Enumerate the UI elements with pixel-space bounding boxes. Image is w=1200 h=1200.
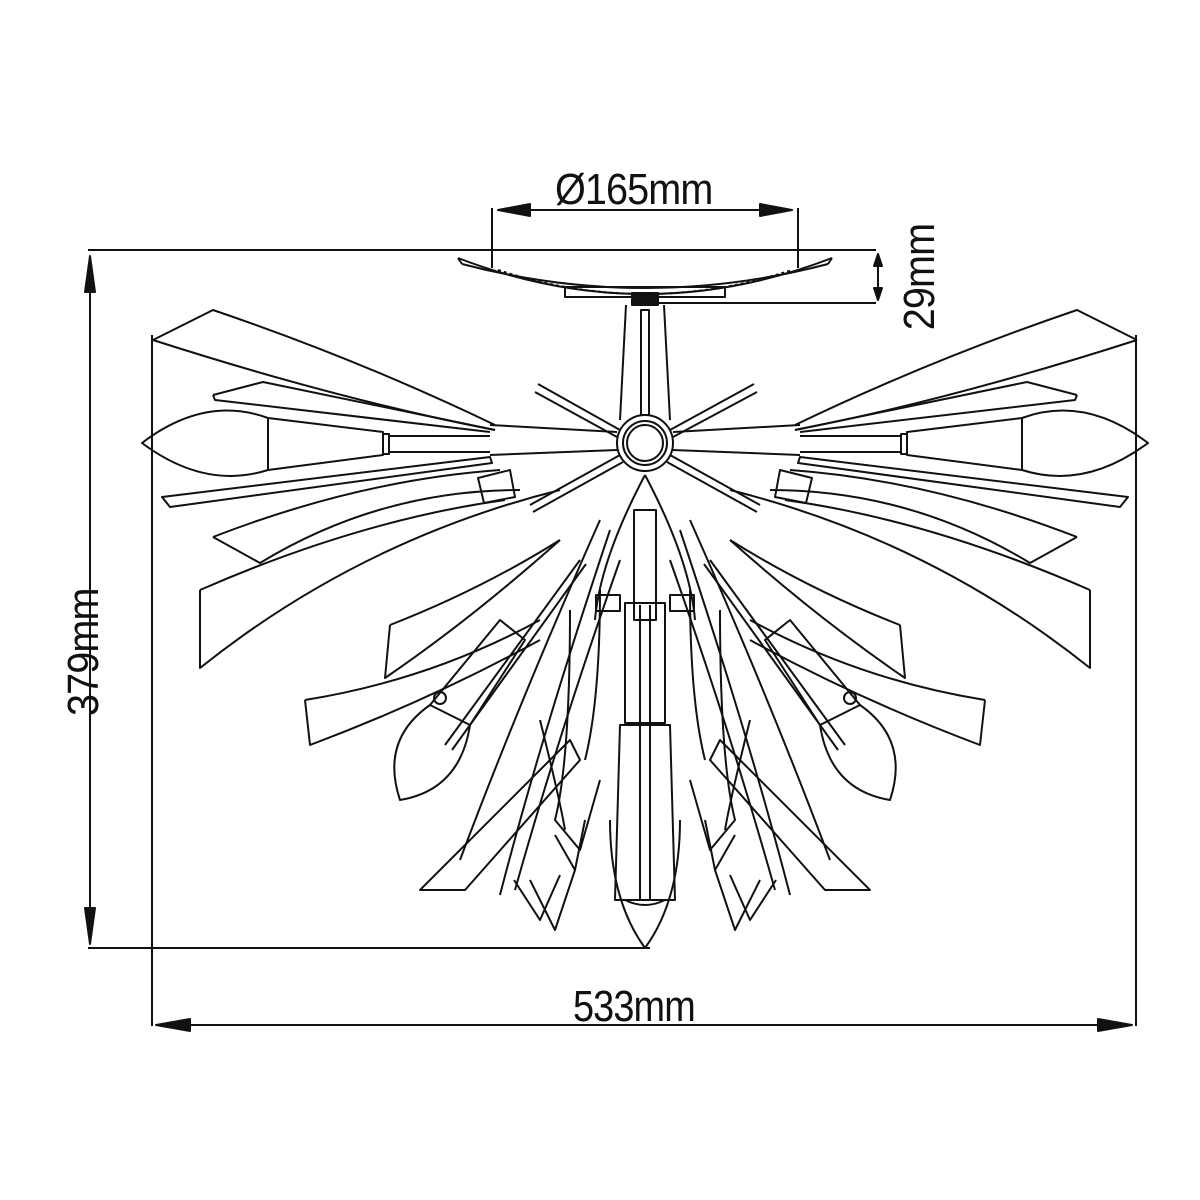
center-drop-bulb — [529, 474, 761, 949]
canopy-diameter-label: Ø165mm — [555, 165, 713, 214]
dimension-overall-height — [84, 255, 650, 949]
left-lower-arm — [304, 519, 621, 921]
right-upper-arm — [729, 309, 1149, 669]
right-lower-arm — [669, 519, 986, 921]
center-hub — [489, 383, 801, 513]
dimension-canopy-height — [88, 249, 883, 304]
canopy-height-label: 29mm — [895, 223, 944, 331]
dimension-canopy-diameter — [491, 203, 799, 268]
ceiling-canopy — [457, 257, 833, 306]
overall-height-label: 379mm — [59, 588, 108, 716]
overall-width-label: 533mm — [573, 982, 696, 1031]
dimension-overall-width — [151, 335, 1137, 1032]
center-stem — [619, 304, 671, 421]
left-upper-arm — [141, 309, 561, 669]
